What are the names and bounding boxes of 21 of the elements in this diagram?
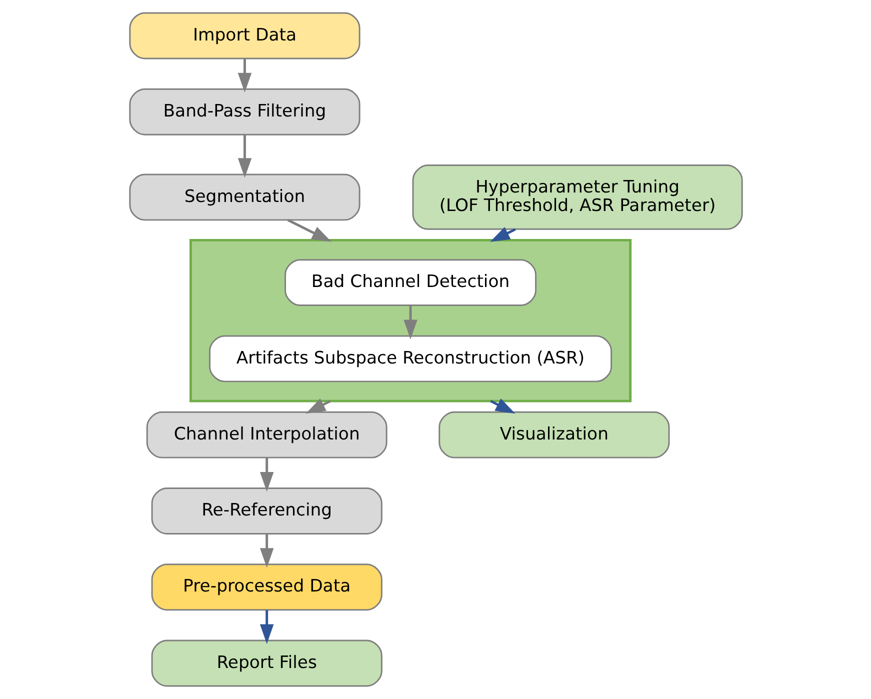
arrow (259, 610, 274, 644)
node-box: Band-Pass Filtering (128, 88, 360, 136)
node-box: Re-Referencing (150, 488, 382, 534)
arrow (259, 458, 274, 492)
node-box: Channel Interpolation (146, 411, 387, 458)
node-box: Hyperparameter Tuning (LOF Threshold, ASR Parameter) (412, 164, 742, 230)
arrow (259, 534, 274, 568)
node-box: Pre-processed Data (150, 564, 382, 611)
arrow (237, 58, 252, 93)
arrow (237, 134, 252, 178)
node-box: Visualization (438, 411, 670, 458)
node-box: Bad Channel Detection (284, 259, 536, 306)
node-box: Report Files (150, 640, 382, 687)
cluster (188, 238, 632, 402)
node-box: Artifacts Subspace Reconstruction (ASR) (208, 335, 612, 382)
arrow (403, 306, 417, 340)
arrow (490, 226, 516, 242)
node-box: Import Data (128, 12, 360, 60)
node-box: Segmentation (128, 174, 360, 221)
arrow (305, 398, 330, 414)
arrow (490, 398, 515, 414)
